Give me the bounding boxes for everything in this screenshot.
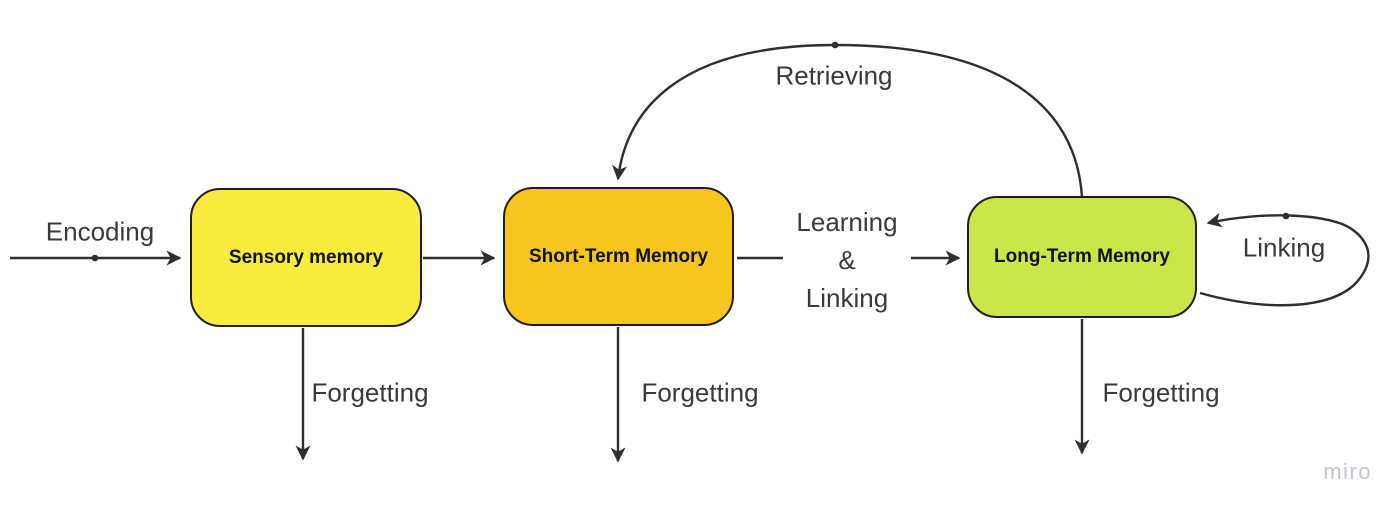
node-long-term-memory-label: Long-Term Memory: [994, 246, 1170, 267]
retrieving-label: Retrieving: [775, 60, 893, 91]
forgetting-label-long-term: Forgetting: [1102, 377, 1220, 408]
linking-loop-midpoint-dot[interactable]: [1282, 212, 1290, 220]
forgetting-label-short-term: Forgetting: [641, 377, 759, 408]
node-sensory-memory-label: Sensory memory: [228, 246, 384, 268]
encoding-arrow-midpoint-dot[interactable]: [91, 254, 99, 262]
learning-and-linking-line-1: Learning: [796, 207, 898, 237]
forgetting-label-sensory: Forgetting: [311, 377, 429, 408]
learning-and-linking-line-2: &: [838, 245, 856, 275]
linking-label: Linking: [1242, 232, 1326, 263]
node-short-term-memory[interactable]: Short-Term Memory: [503, 187, 734, 326]
retrieving-arc-midpoint-dot[interactable]: [831, 41, 839, 49]
node-short-term-memory-label: Short-Term Memory: [528, 245, 709, 267]
node-sensory-memory[interactable]: Sensory memory: [190, 188, 422, 327]
learning-and-linking-label: Learning & Linking: [796, 203, 897, 317]
learning-and-linking-line-3: Linking: [805, 283, 889, 313]
node-long-term-memory[interactable]: Long-Term Memory: [967, 196, 1197, 318]
miro-watermark: miro: [1323, 459, 1372, 484]
encoding-label: Encoding: [45, 216, 155, 247]
